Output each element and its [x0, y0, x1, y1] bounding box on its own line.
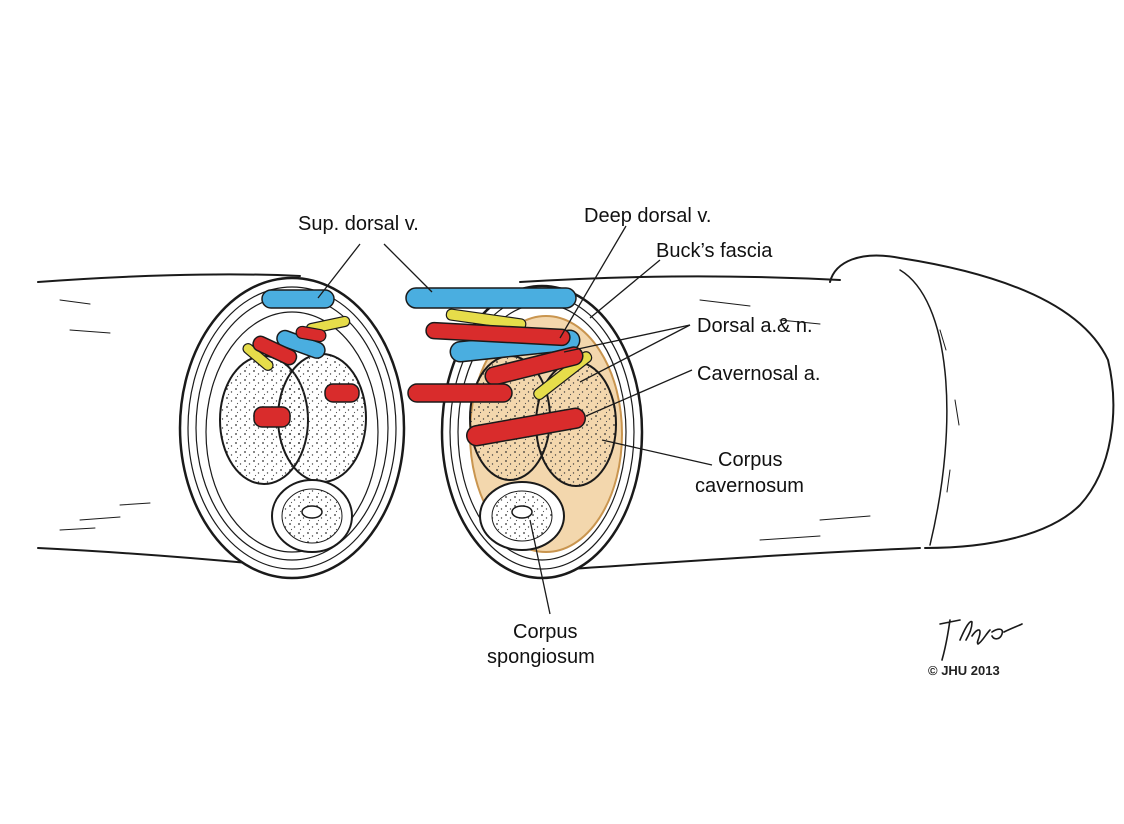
label-corpus-spongiosum-line1: Corpus: [513, 621, 577, 643]
label-dorsal-a-n: Dorsal a.& n.: [697, 315, 813, 337]
right-vessels: [405, 287, 593, 447]
left-vessels: [242, 289, 360, 428]
left-cross-section: [178, 276, 406, 580]
label-corpus-spongiosum-line2: spongiosum: [487, 646, 595, 668]
vein-icon: [261, 289, 335, 359]
glans: [829, 254, 1115, 549]
labels: Sup. dorsal v. Deep dorsal v. Buck’s fas…: [298, 205, 820, 668]
leader-lines: [317, 225, 713, 615]
artery-icon: [252, 325, 360, 428]
label-sup-dorsal-v: Sup. dorsal v.: [298, 213, 419, 235]
artery-icon: [407, 321, 586, 447]
label-cavernosal-a: Cavernosal a.: [697, 363, 820, 385]
signature: [939, 619, 1023, 661]
label-bucks-fascia: Buck’s fascia: [656, 240, 773, 262]
copyright-text: © JHU 2013: [928, 663, 1000, 678]
label-corpus-cavernosum-line1: Corpus: [718, 449, 782, 471]
label-deep-dorsal-v: Deep dorsal v.: [584, 205, 711, 227]
label-corpus-cavernosum-line2: cavernosum: [695, 475, 804, 497]
